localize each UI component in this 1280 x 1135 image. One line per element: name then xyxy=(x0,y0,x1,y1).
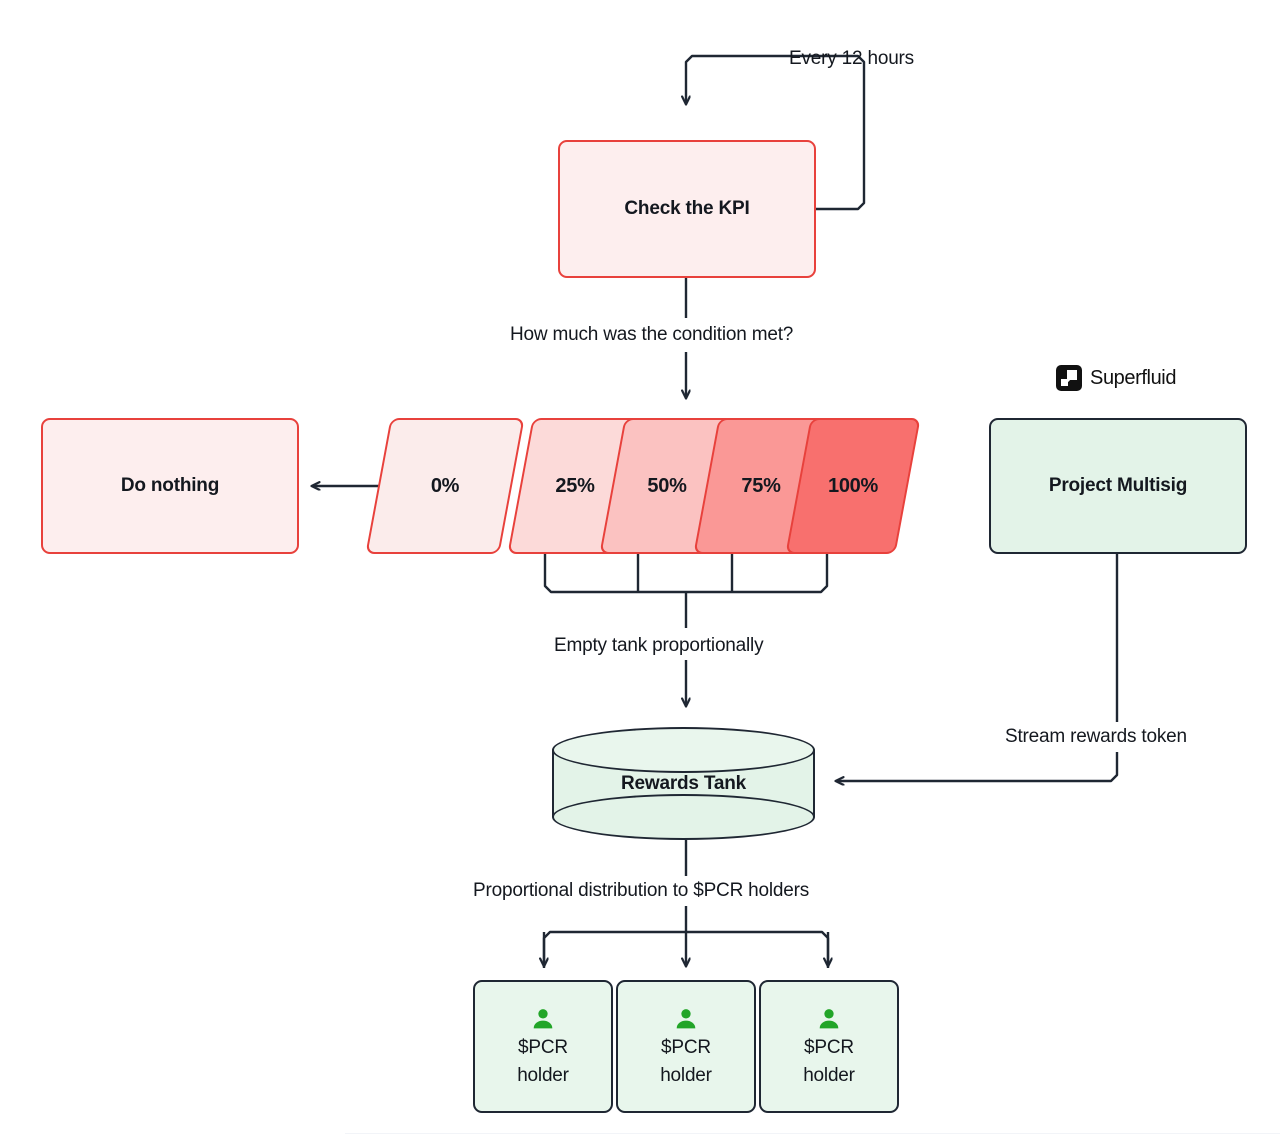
node-do-nothing[interactable]: Do nothing xyxy=(41,418,299,554)
node-rewards-tank[interactable]: Rewards Tank xyxy=(552,727,815,840)
condition-step-75-label: 75% xyxy=(741,474,781,497)
holder-card-1-line1: $PCR xyxy=(518,1037,568,1059)
holder-card-1-line2: holder xyxy=(517,1064,569,1086)
superfluid-wordmark: Superfluid xyxy=(1090,366,1177,389)
node-check-the-kpi[interactable]: Check the KPI xyxy=(558,140,816,278)
condition-step-0[interactable]: 0% xyxy=(365,418,525,554)
node-project-multisig-label: Project Multisig xyxy=(1048,475,1188,496)
node-project-multisig[interactable]: Project Multisig xyxy=(989,418,1247,554)
condition-step-75[interactable]: 75% xyxy=(693,418,829,554)
superfluid-logo-icon xyxy=(1056,365,1082,391)
condition-step-0-label: 0% xyxy=(430,474,460,497)
edge-label-how-much-condition: How much was the condition met? xyxy=(510,324,794,345)
wire-bracket-outer xyxy=(543,553,829,594)
node-rewards-tank-label: Rewards Tank xyxy=(620,772,746,794)
edge-label-stream-rewards: Stream rewards token xyxy=(1005,726,1187,747)
holder-card-3-line1: $PCR xyxy=(804,1037,854,1059)
superfluid-brand: Superfluid xyxy=(1056,365,1176,391)
node-do-nothing-label: Do nothing xyxy=(120,475,220,496)
edge-label-every-12-hours: Every 12 hours xyxy=(789,48,914,69)
holder-card-2[interactable]: $PCR holder xyxy=(616,980,756,1113)
person-icon xyxy=(533,1009,553,1029)
holder-card-3[interactable]: $PCR holder xyxy=(759,980,899,1113)
rewards-tank-top xyxy=(552,727,815,773)
condition-step-25-label: 25% xyxy=(555,474,595,497)
edge-label-proportional-distribution: Proportional distribution to $PCR holder… xyxy=(473,880,810,901)
person-icon xyxy=(819,1009,839,1029)
condition-step-50[interactable]: 50% xyxy=(599,418,735,554)
wire-stream-b xyxy=(836,752,1119,781)
holder-card-1[interactable]: $PCR holder xyxy=(473,980,613,1113)
condition-step-50-label: 50% xyxy=(647,474,687,497)
holder-card-2-line1: $PCR xyxy=(661,1037,711,1059)
condition-step-25[interactable]: 25% xyxy=(507,418,643,554)
person-icon xyxy=(676,1009,696,1029)
holder-card-2-line2: holder xyxy=(660,1064,712,1086)
holder-card-3-line2: holder xyxy=(803,1064,855,1086)
condition-step-100[interactable]: 100% xyxy=(785,418,921,554)
condition-step-100-label: 100% xyxy=(828,474,878,497)
rewards-tank-bottom xyxy=(552,794,815,840)
wire-fanout-bar xyxy=(542,930,830,968)
edge-label-empty-tank: Empty tank proportionally xyxy=(554,635,764,656)
page-bottom-rule xyxy=(345,1133,1280,1134)
node-check-the-kpi-label: Check the KPI xyxy=(624,198,750,219)
